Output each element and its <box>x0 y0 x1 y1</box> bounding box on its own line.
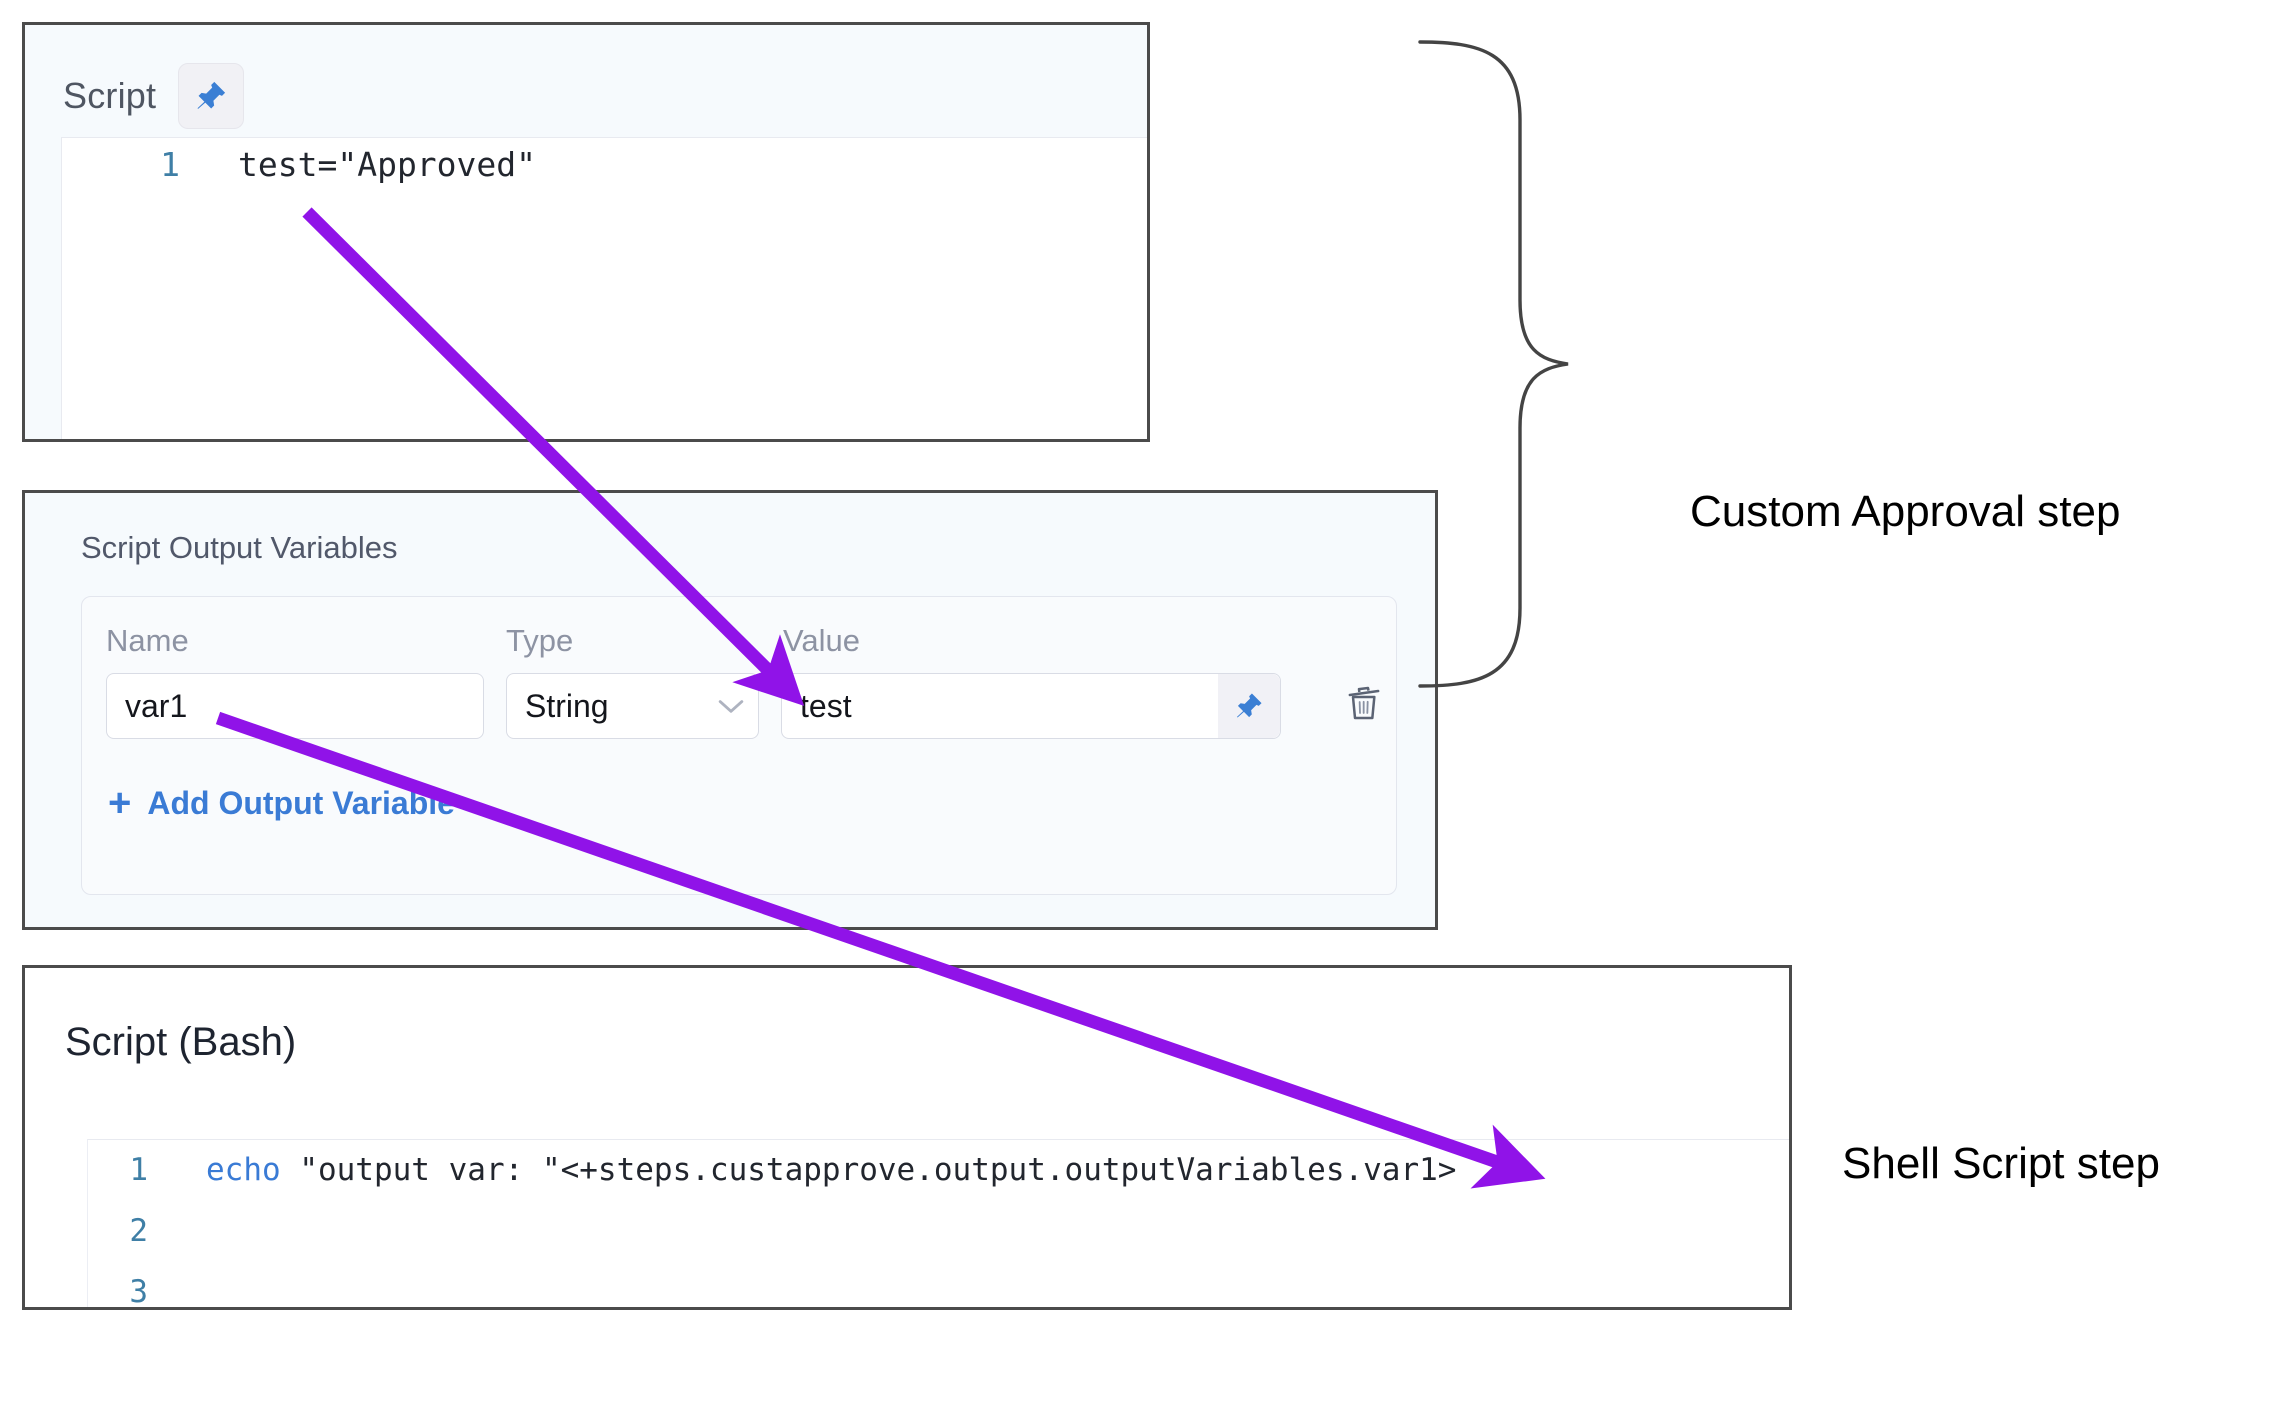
table-header-row: Name Type Value <box>82 597 1396 659</box>
add-output-variable-button[interactable]: + Add Output Variable <box>108 783 455 823</box>
script-output-variables-panel: Script Output Variables Name Type Value … <box>22 490 1438 930</box>
annotation-label-shell-script: Shell Script step <box>1842 1139 2160 1188</box>
variable-value-input[interactable]: test <box>800 687 852 724</box>
code-line: 1 echo "output var: "<+steps.custapprove… <box>88 1140 1789 1201</box>
page-title: Script <box>63 75 157 116</box>
code-keyword: echo <box>206 1152 281 1188</box>
script-panel: Script 1 test="Approved" <box>22 22 1150 442</box>
line-number: 2 <box>129 1213 148 1249</box>
bash-code-editor[interactable]: 1 echo "output var: "<+steps.custapprove… <box>87 1139 1789 1310</box>
code-line: 2 <box>88 1201 1789 1262</box>
code-text: echo "output var: "<+steps.custapprove.o… <box>148 1140 1456 1201</box>
variable-value-group: test <box>781 673 1281 739</box>
curly-brace <box>1418 40 1569 688</box>
output-variables-card: Name Type Value var1 String test <box>81 596 1397 895</box>
bash-script-panel: Script (Bash) 1 echo "output var: "<+ste… <box>22 965 1792 1310</box>
line-number: 1 <box>160 145 180 184</box>
section-title: Script Output Variables <box>81 530 398 565</box>
chevron-down-icon <box>718 693 744 719</box>
column-header-name: Name <box>106 623 189 658</box>
annotation-label-custom-approval: Custom Approval step <box>1690 487 2121 536</box>
add-output-variable-label: Add Output Variable <box>147 784 455 821</box>
code-remainder: "output var: "<+steps.custapprove.output… <box>280 1152 1457 1188</box>
bash-panel-title: Script (Bash) <box>65 1020 297 1064</box>
script-code-editor[interactable]: 1 test="Approved" <box>61 137 1147 439</box>
code-line: 1 test="Approved" <box>62 138 1147 192</box>
variable-type-select[interactable]: String <box>506 673 759 739</box>
code-text: test="Approved" <box>238 145 537 184</box>
variable-name-input[interactable]: var1 <box>106 673 484 739</box>
pin-icon[interactable] <box>1218 674 1280 738</box>
table-row: var1 String test <box>82 659 1396 739</box>
line-number: 3 <box>129 1274 148 1310</box>
variable-type-value: String <box>525 687 609 724</box>
column-header-type: Type <box>506 623 574 658</box>
trash-icon[interactable] <box>1341 679 1387 733</box>
script-panel-header: Script <box>25 25 1147 137</box>
code-line: 3 <box>88 1262 1789 1323</box>
plus-icon: + <box>108 781 132 825</box>
line-number: 1 <box>129 1152 148 1188</box>
column-header-value: Value <box>783 623 860 658</box>
pin-icon[interactable] <box>178 63 245 129</box>
